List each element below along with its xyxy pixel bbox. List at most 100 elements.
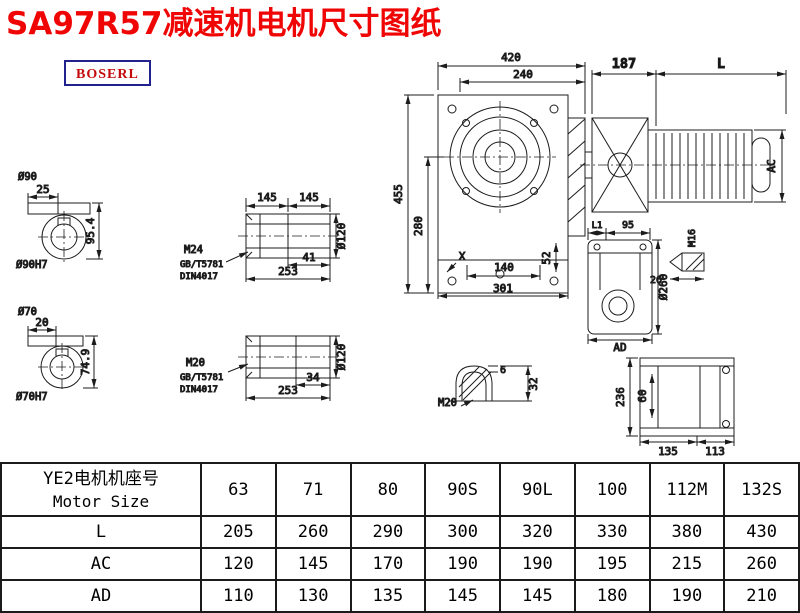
dim-455: 455	[392, 184, 405, 204]
label-m20-shaft: M20	[186, 357, 205, 369]
label-gb-std-bottom: GB/T5781	[180, 373, 223, 383]
cell-L-2: 290	[349, 515, 427, 549]
dim-113: 113	[705, 445, 725, 458]
logo-text: BOSERL	[76, 67, 139, 82]
cell-L-4: 320	[499, 515, 576, 549]
cell-L-6: 380	[648, 515, 726, 549]
dim-140: 140	[494, 261, 514, 274]
size-col-63: 63	[200, 462, 277, 517]
label-dia90: Ø90	[18, 171, 37, 183]
size-col-100: 100	[573, 462, 651, 517]
dim-6: 6	[500, 365, 506, 376]
cell-AC-4: 190	[499, 547, 576, 581]
plug-detail: M20 6 32	[438, 365, 541, 410]
table-row-L: L 205 260 290 300 320 330 380 430	[0, 515, 800, 549]
cell-AD-6: 190	[648, 579, 726, 613]
front-view-dimensions: 420 240 455 280 52 140 301	[392, 51, 586, 299]
dim-L1: L1	[592, 221, 603, 231]
size-col-90l: 90L	[499, 462, 576, 517]
row-label-AD: AD	[0, 579, 202, 613]
table-header-row: YE2电机机座号 Motor Size 63 71 80 90S 90L 100…	[0, 462, 800, 517]
cell-AD-0: 110	[200, 579, 277, 613]
cell-L-1: 260	[274, 515, 352, 549]
label-din-std-bottom: DIN4017	[180, 385, 218, 395]
row-label-AC: AC	[0, 547, 202, 581]
cell-AC-5: 195	[573, 547, 651, 581]
dim-25: 25	[36, 183, 49, 196]
dim-L: L	[717, 56, 725, 72]
cell-AD-7: 210	[723, 579, 800, 613]
dim-52: 52	[540, 251, 553, 264]
cell-AD-3: 145	[424, 579, 501, 613]
technical-drawing: 420 240 455 280 52 140 301	[16, 51, 787, 459]
label-m20-plug: M20	[438, 397, 457, 409]
table-row-AD: AD 110 130 135 145 145 180 190 210	[0, 579, 800, 613]
cell-AD-4: 145	[499, 579, 576, 613]
cell-AC-3: 190	[424, 547, 501, 581]
dim-60: 60	[636, 389, 649, 402]
dim-253-bottom: 253	[278, 384, 298, 397]
size-col-132s: 132S	[723, 462, 800, 517]
dim-187: 187	[612, 56, 636, 72]
table-row-AC: AC 120 145 170 190 190 195 215 260	[0, 547, 800, 581]
cell-AC-0: 120	[200, 547, 277, 581]
cell-AD-2: 135	[349, 579, 427, 613]
row-label-L: L	[0, 515, 202, 549]
dim-AC: AC	[765, 159, 778, 172]
label-gb-std-top: GB/T5781	[180, 260, 223, 270]
shaft-section-top: Ø90 25 95.4 Ø90H7	[16, 171, 103, 272]
table-header-cn: YE2电机机座号	[43, 468, 159, 489]
dim-AD: AD	[613, 341, 626, 354]
hollow-shaft-top: 145 145 Ø120 M24 GB/T5781 DIN4017	[180, 191, 349, 283]
dim-dia120-top: Ø120	[335, 223, 348, 250]
label-dia70: Ø70	[18, 306, 37, 318]
dim-145-a: 145	[257, 191, 277, 204]
label-dia90h7: Ø90H7	[16, 259, 48, 271]
motor-size-table: YE2电机机座号 Motor Size 63 71 80 90S 90L 100…	[0, 462, 800, 613]
label-dia70h7: Ø70H7	[16, 391, 48, 403]
label-m24: M24	[184, 244, 203, 256]
dim-74-9: 74.9	[79, 349, 92, 376]
dim-34: 34	[306, 371, 320, 384]
cell-L-5: 330	[573, 515, 651, 549]
cell-AD-5: 180	[573, 579, 651, 613]
cell-L-0: 205	[200, 515, 277, 549]
size-col-71: 71	[274, 462, 352, 517]
motor-size-header-cell: YE2电机机座号 Motor Size	[0, 462, 202, 517]
size-col-80: 80	[349, 462, 427, 517]
dim-26: 26	[650, 275, 662, 286]
cell-AD-1: 130	[274, 579, 352, 613]
size-col-112m: 112M	[648, 462, 726, 517]
boserl-logo: BOSERL	[64, 60, 151, 86]
cell-L-7: 430	[723, 515, 800, 549]
dim-236: 236	[614, 387, 627, 407]
table-header-en: Motor Size	[52, 491, 150, 511]
label-din-std-top: DIN4017	[180, 272, 218, 282]
dim-240: 240	[513, 68, 533, 81]
dim-145-b: 145	[299, 191, 319, 204]
dim-280: 280	[412, 216, 425, 236]
size-col-90s: 90S	[424, 462, 501, 517]
dim-420: 420	[501, 51, 521, 64]
hollow-shaft-bottom: Ø120 M20 GB/T5781 DIN4017 34 253	[180, 335, 349, 401]
label-m16: M16	[687, 229, 698, 247]
dim-dia260: Ø260	[657, 274, 670, 301]
dim-253-top: 253	[278, 265, 298, 278]
dim-135: 135	[658, 445, 678, 458]
cell-AC-7: 260	[723, 547, 800, 581]
motor-dimensions: 187 L AC	[591, 56, 787, 203]
cell-AC-1: 145	[274, 547, 352, 581]
dim-95-4: 95.4	[84, 217, 97, 244]
gearbox-side-view: L1 95 Ø260 AD M16	[587, 220, 705, 355]
cell-L-3: 300	[424, 515, 501, 549]
page-title: SA97R57减速机电机尺寸图纸	[6, 6, 442, 42]
x-marker: X	[459, 250, 466, 263]
end-view: 236 60 135 113	[614, 357, 735, 459]
shaft-section-bottom: Ø70 20 74.9 Ø70H7	[16, 306, 98, 404]
dim-32: 32	[527, 377, 540, 390]
dim-301: 301	[493, 282, 513, 295]
dim-95: 95	[622, 220, 634, 231]
cell-AC-6: 215	[648, 547, 726, 581]
dim-41: 41	[302, 251, 315, 264]
